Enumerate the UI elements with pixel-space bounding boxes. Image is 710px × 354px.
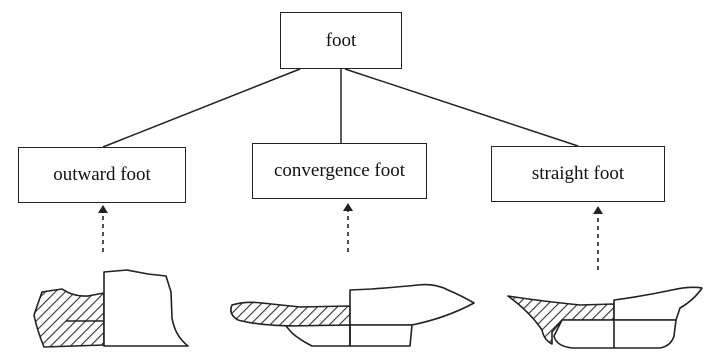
node-convergence-foot: convergence foot: [252, 143, 427, 199]
node-foot-label: foot: [325, 29, 357, 51]
tree-connectors: [102, 68, 579, 148]
node-outward-foot-label: outward foot: [53, 164, 151, 185]
arrowhead-straight: [593, 206, 603, 214]
dashed-arrows: [102, 210, 599, 270]
arrowheads: [98, 203, 603, 214]
outward-foot-sketch: [33, 269, 189, 348]
node-foot: foot: [280, 12, 402, 69]
connector-root-to-outward: [102, 68, 301, 148]
node-outward-foot: outward foot: [18, 147, 186, 203]
node-convergence-foot-label: convergence foot: [273, 160, 405, 181]
node-straight-foot: straight foot: [491, 146, 665, 202]
convergence-foot-sketch: [230, 283, 475, 347]
arrowhead-outward: [98, 205, 108, 213]
node-straight-foot-label: straight foot: [531, 163, 625, 184]
straight-foot-sketch: [507, 286, 703, 349]
arrowhead-convergence: [343, 203, 353, 211]
connector-root-to-straight: [344, 68, 579, 147]
